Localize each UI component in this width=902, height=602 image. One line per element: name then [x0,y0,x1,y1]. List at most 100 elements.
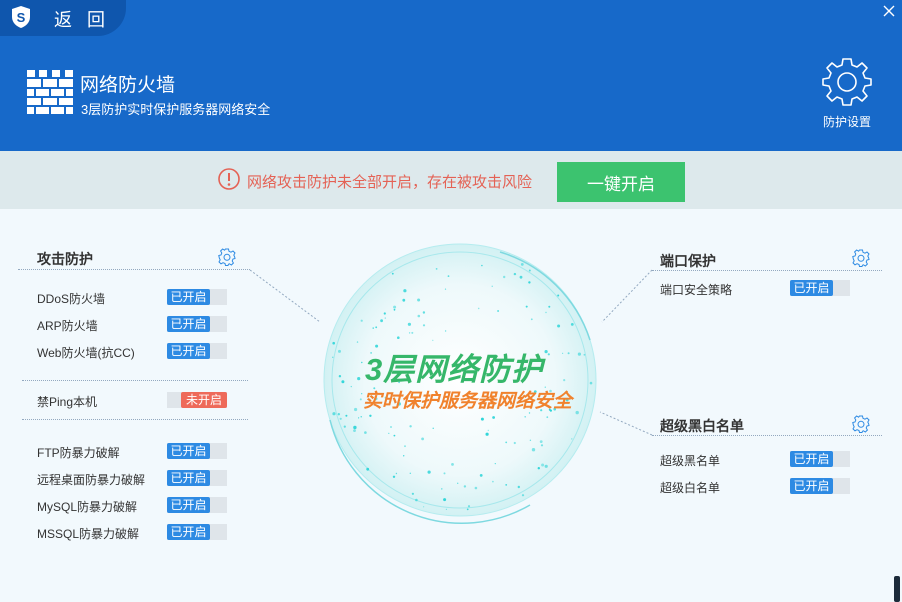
globe-dot [553,407,556,411]
globe-dot [390,426,392,428]
globe-dot [384,396,387,399]
globe-dot [391,272,394,275]
globe-dot [411,331,414,334]
globe-dot [338,349,341,353]
globe-dot [392,475,396,478]
page-title: 网络防火墙 [80,75,176,96]
globe-dot [345,414,348,417]
settings-gear-icon [822,58,872,106]
warning-text: 网络攻击防护未全部开启，存在被攻击风险 [247,174,533,191]
center-subheadline: 实时保护服务器网络安全 [363,391,573,412]
globe-dot [519,275,523,279]
attack-item-toggle[interactable]: 已开启 [167,343,227,359]
port-item-toggle[interactable]: 已开启 [790,280,850,296]
globe-dot [513,441,516,445]
globe-dot [525,305,528,308]
globe-dot [375,326,378,329]
globe-dot [397,336,400,339]
attack-item-label: FTP防暴力破解 [37,446,120,460]
globe-dot [409,425,412,428]
globe-dot [332,412,336,416]
gear-icon[interactable] [852,249,870,267]
attack-item-toggle[interactable]: 未开启 [167,392,227,408]
gear-icon[interactable] [218,248,236,266]
globe-dot [360,319,363,322]
port-protection-title: 端口保护 [660,253,716,269]
section-divider [22,380,248,381]
globe-dot [451,463,454,466]
globe-dot [563,379,566,382]
globe-dot [539,440,543,443]
globe-dot [577,352,581,356]
attack-item-toggle[interactable]: 已开启 [167,497,227,513]
attack-item-label: MySQL防暴力破解 [37,500,138,514]
back-label: 返 回 [54,10,111,30]
globe-dot [332,356,334,358]
globe-dot [457,482,459,484]
attack-item-toggle[interactable]: 已开启 [167,289,227,305]
back-button[interactable]: S 返 回 [0,0,126,36]
globe-dot [403,455,405,457]
globe-dot [528,412,531,414]
globe-dot [503,275,506,279]
globe-dot [589,381,593,385]
globe-dot [562,352,564,354]
globe-dot [361,361,363,364]
globe-dot [422,324,426,327]
globe-dot [444,288,447,290]
globe-dot [409,472,411,474]
globe-dot [445,508,447,510]
close-icon[interactable] [882,4,896,18]
globe-dot [529,439,532,441]
globe-dot [338,375,342,378]
warning-circle-icon [218,168,240,190]
globe-dot [540,444,544,447]
globe-dot [546,416,549,419]
globe-dot [544,464,548,468]
page-subtitle: 3层防护实时保护服务器网络安全 [81,102,271,117]
shield-s-icon: S [12,6,30,28]
globe-dot [435,268,438,270]
globe-dot [339,417,342,420]
firewall-brick-icon [27,70,73,114]
scrollbar[interactable] [894,576,900,602]
settings-label: 防护设置 [822,115,871,129]
blackwhite-item-toggle[interactable]: 已开启 [790,478,850,494]
globe-dot [500,365,503,368]
globe-dot [505,484,508,486]
attack-item-toggle[interactable]: 已开启 [167,524,227,540]
globe-dot [491,285,493,287]
port-item-label: 端口安全策略 [660,283,733,297]
globe-dot [354,407,358,412]
attack-item-label: 禁Ping本机 [37,395,98,409]
section-divider [22,419,248,420]
globe-dot [533,390,537,393]
gear-icon[interactable] [852,415,870,433]
globe-dot [492,416,495,419]
globe-dot [343,425,346,428]
attack-item-toggle[interactable]: 已开启 [167,316,227,332]
globe-dot [537,467,540,470]
blackwhite-item-toggle[interactable]: 已开启 [790,451,850,467]
globe-dot [422,311,426,314]
globe-dot [531,448,536,452]
attack-item-label: Web防火墙(抗CC) [37,346,135,360]
globe-dot [417,298,421,302]
globe-dot [366,467,370,471]
globe-dot [356,341,359,343]
protection-settings-button[interactable]: 防护设置 [818,56,876,130]
attack-item-toggle[interactable]: 已开启 [167,470,227,486]
globe-dot [353,429,356,432]
globe-dot [583,353,586,356]
enable-all-button[interactable]: 一键开启 [557,162,685,202]
globe-dot [548,408,551,411]
globe-dot [373,387,376,390]
globe-dot [485,432,489,436]
globe-dot [467,505,471,508]
attack-item-toggle[interactable]: 已开启 [167,443,227,459]
header-banner: S 返 回 网络防火墙 3层防护实时保护服务器网络安全 [0,0,902,151]
globe-dot [383,312,386,315]
globe-dot [375,344,379,348]
globe-dot [380,319,383,323]
globe-dot [443,498,447,502]
